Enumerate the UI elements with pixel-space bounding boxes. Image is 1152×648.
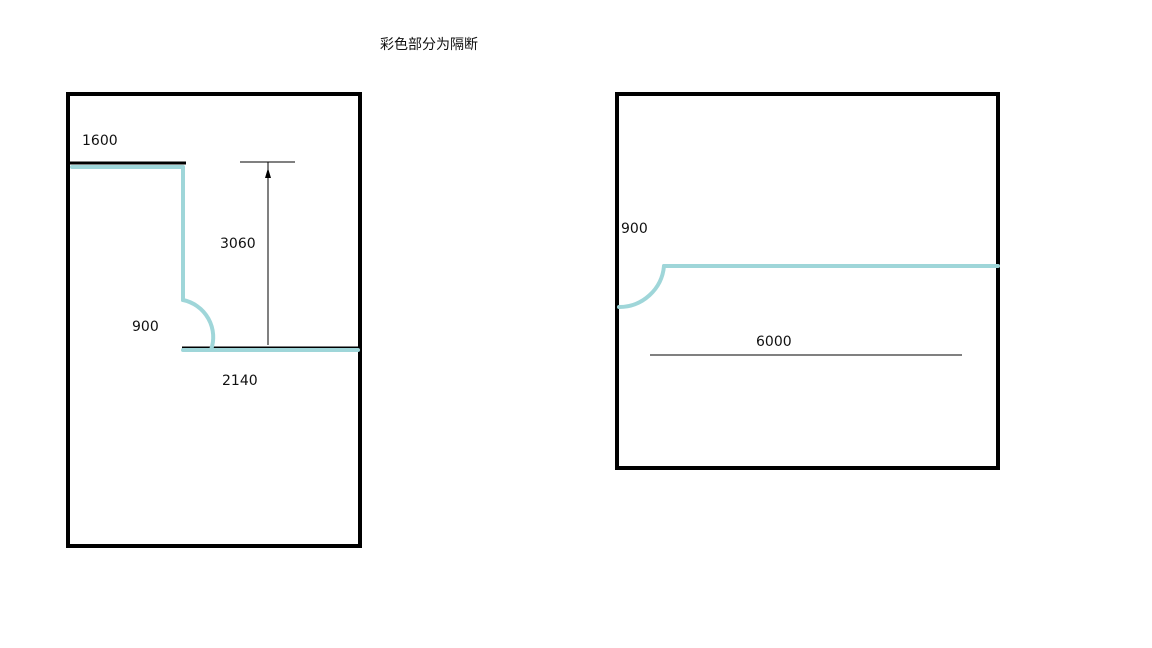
right-room: 900 6000 — [615, 92, 1000, 470]
left-partition-upper — [70, 165, 185, 302]
left-dim-3060-arrow — [265, 168, 271, 178]
right-room-outer-wall — [615, 92, 1000, 470]
left-door-swing-arc — [181, 298, 216, 352]
left-room-outer-wall — [66, 92, 362, 548]
label-left-door-900: 900 — [132, 319, 159, 335]
left-room: 1600 3060 900 2140 — [66, 92, 362, 548]
diagram-title: 彩色部分为隔断 — [380, 36, 478, 53]
label-6000: 6000 — [756, 334, 792, 350]
label-right-door-900: 900 — [621, 221, 648, 237]
label-3060: 3060 — [220, 236, 256, 252]
label-2140: 2140 — [222, 373, 258, 389]
right-door-swing-arc — [617, 264, 666, 310]
label-1600: 1600 — [82, 133, 118, 149]
